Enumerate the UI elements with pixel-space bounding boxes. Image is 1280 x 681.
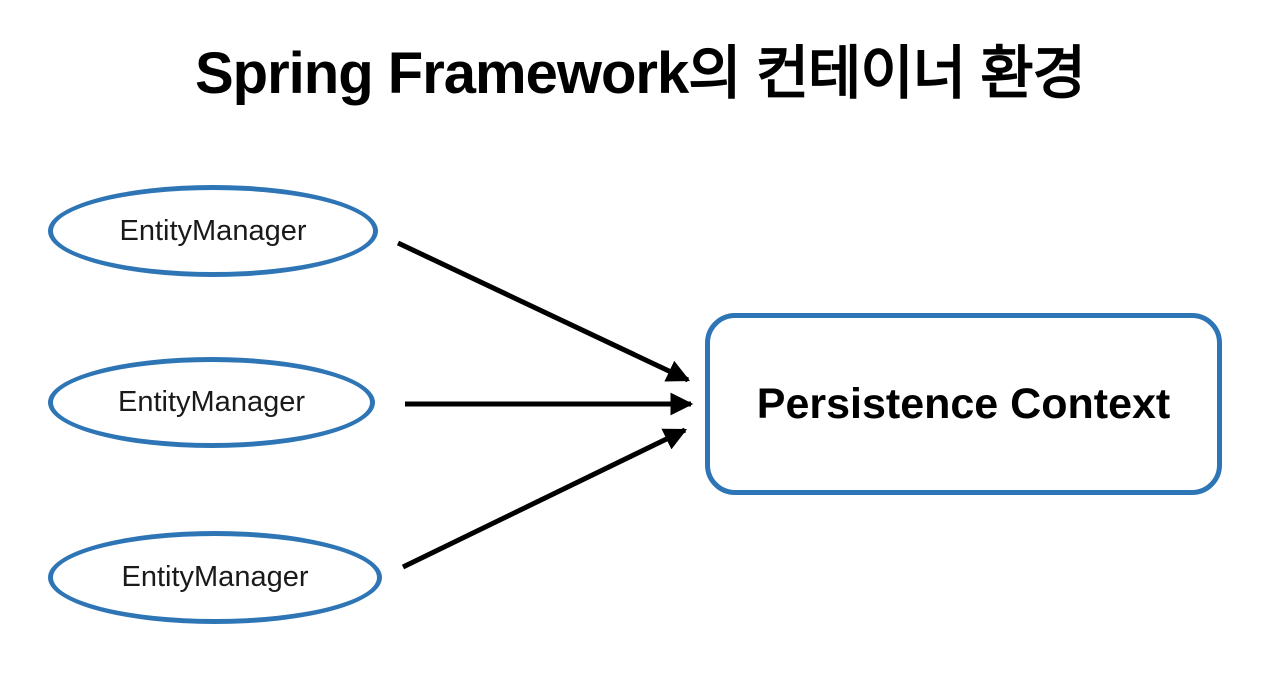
entity-manager-node-3: EntityManager [48,531,382,624]
entity-manager-node-1: EntityManager [48,185,378,277]
diagram-title: Spring Framework의 컨테이너 환경 [195,41,1086,106]
entity-manager-label-2: EntityManager [118,386,305,418]
persistence-context-node: Persistence Context [705,313,1222,495]
entity-manager-node-2: EntityManager [48,357,375,448]
entity-manager-label-3: EntityManager [121,561,309,593]
arrow-em1-to-pc [396,240,691,383]
entity-manager-label-1: EntityManager [119,214,307,247]
persistence-context-label: Persistence Context [756,379,1171,428]
arrow-em3-to-pc [401,427,688,570]
